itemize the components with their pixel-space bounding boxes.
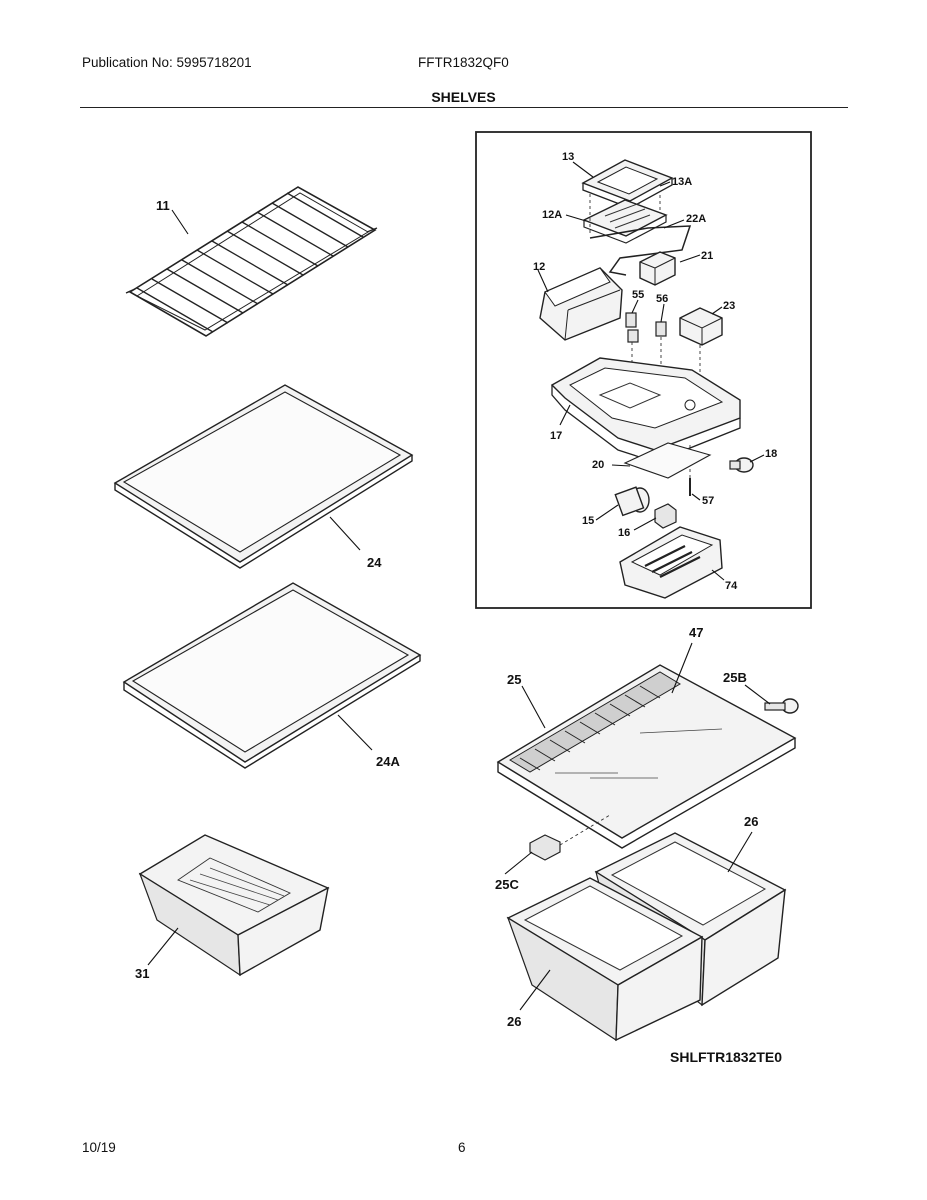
- callout-21: 21: [701, 250, 713, 262]
- footer-date: 10/19: [82, 1140, 116, 1155]
- assembly-line-25c: [559, 814, 611, 846]
- leader-47: [671, 642, 693, 694]
- crisper-cover-47: [496, 664, 797, 849]
- leader-25c: [504, 851, 533, 875]
- leader-24a: [337, 714, 373, 751]
- switch-55b: [627, 329, 639, 343]
- callout-25: 25: [507, 672, 521, 687]
- leader-16: [633, 517, 657, 531]
- callout-13: 13: [562, 151, 574, 163]
- callout-26-right: 26: [744, 814, 758, 829]
- callout-22a: 22A: [686, 213, 706, 225]
- page-number: 6: [458, 1140, 466, 1155]
- motor-23: [679, 307, 723, 346]
- section-title: SHELVES: [431, 89, 496, 105]
- leader-22a: [663, 219, 685, 229]
- wire-shelf-11: [125, 186, 378, 337]
- callout-25c: 25C: [495, 877, 519, 892]
- housing-17: [550, 357, 741, 463]
- callout-25b: 25B: [723, 670, 747, 685]
- harness-22a: [589, 225, 692, 276]
- callout-11: 11: [156, 198, 170, 213]
- leader-11: [171, 209, 189, 235]
- glass-shelf-24: [113, 384, 414, 569]
- leader-17: [559, 404, 571, 426]
- leader-31: [147, 927, 179, 966]
- publication-number: Publication No: 5995718201: [82, 55, 252, 70]
- knob-18: [729, 457, 754, 473]
- switch-16: [654, 503, 677, 529]
- callout-57: 57: [702, 495, 714, 507]
- leader-20: [611, 464, 631, 467]
- glass-shelf-24a: [122, 582, 422, 769]
- knob-25b: [764, 698, 799, 714]
- diagram-code: SHLFTR1832TE0: [670, 1049, 782, 1065]
- bracket-25c: [529, 834, 561, 861]
- switch-55a: [625, 312, 637, 328]
- filter-13: [581, 159, 674, 209]
- leader-25: [521, 685, 546, 729]
- crisper-drawer-26-left: [506, 877, 704, 1042]
- title-rule: [80, 107, 848, 108]
- callout-13a: 13A: [672, 176, 692, 188]
- callout-24a: 24A: [376, 754, 400, 769]
- gasket-20: [623, 442, 712, 479]
- callout-23: 23: [723, 300, 735, 312]
- callout-12: 12: [533, 261, 545, 273]
- callout-56: 56: [656, 293, 668, 305]
- leader-26-left: [519, 969, 551, 1011]
- callout-20: 20: [592, 459, 604, 471]
- callout-15: 15: [582, 515, 594, 527]
- pan-31: [138, 834, 330, 977]
- model-number: FFTR1832QF0: [418, 55, 509, 70]
- leader-25b: [744, 684, 771, 705]
- callout-24: 24: [367, 555, 382, 570]
- callout-55: 55: [632, 289, 644, 301]
- callout-31: 31: [135, 966, 149, 981]
- callout-74: 74: [725, 580, 738, 592]
- chute-74: [619, 526, 723, 599]
- module-21: [639, 251, 676, 286]
- leader-12: [537, 269, 549, 293]
- leader-56: [660, 303, 665, 323]
- bucket-12: [539, 267, 623, 341]
- callout-47: 47: [689, 625, 703, 640]
- leader-26-right: [727, 831, 753, 873]
- callout-12a: 12A: [542, 209, 562, 221]
- leader-13a: [659, 181, 671, 187]
- leader-18: [749, 454, 765, 463]
- callout-26-left: 26: [507, 1014, 521, 1029]
- motor-15: [614, 486, 650, 517]
- leader-24: [329, 516, 361, 551]
- leader-15: [595, 504, 619, 521]
- leader-21: [679, 254, 701, 263]
- leader-55: [631, 299, 639, 314]
- leader-57: [691, 493, 701, 501]
- leader-12a: [565, 214, 587, 222]
- component-box: [475, 131, 812, 609]
- callout-16: 16: [618, 527, 630, 539]
- leader-23: [711, 306, 723, 315]
- callout-18: 18: [765, 448, 777, 460]
- switch-56: [655, 321, 667, 337]
- leader-74: [711, 569, 725, 581]
- callout-17: 17: [550, 430, 562, 442]
- leader-13: [572, 161, 594, 178]
- cover-12a: [582, 199, 668, 244]
